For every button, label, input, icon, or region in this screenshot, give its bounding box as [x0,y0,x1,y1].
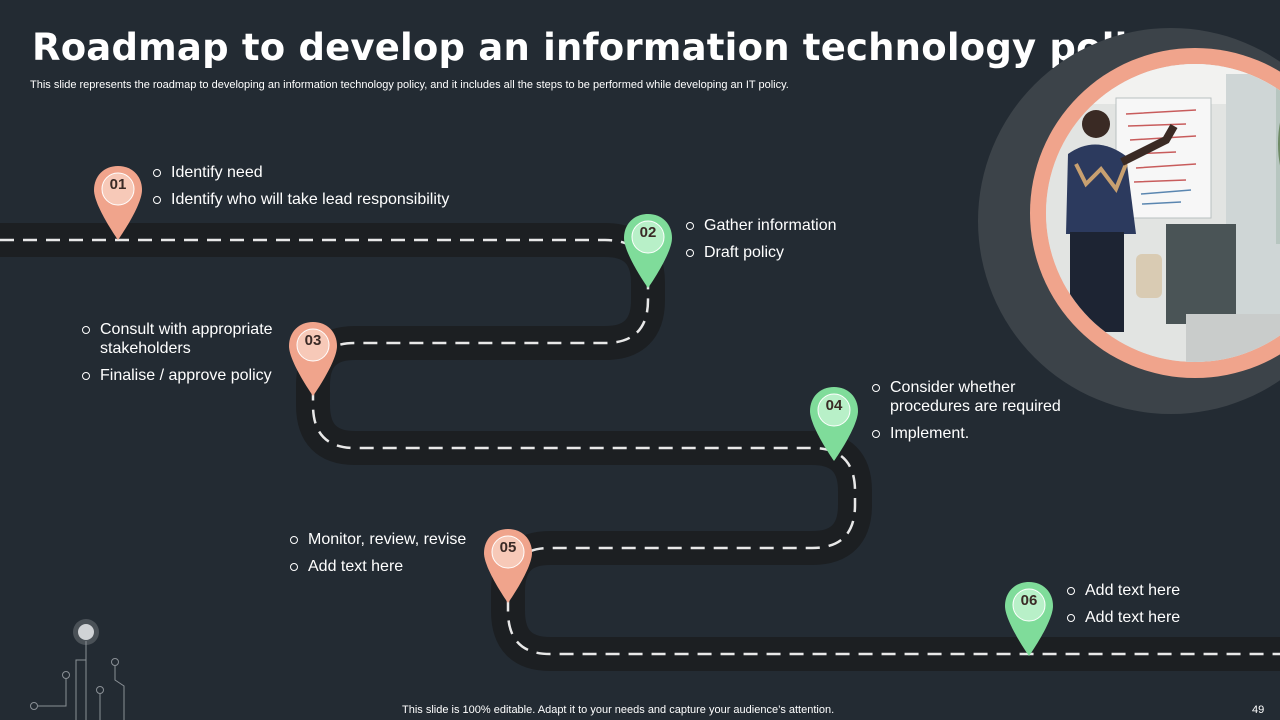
step-number: 01 [109,176,127,193]
page-subtitle: This slide represents the roadmap to dev… [30,79,789,91]
list-item: Implement. [872,424,1072,443]
circuit-decoration [30,619,125,720]
bullet-icon [153,169,161,177]
bullet-icon [872,430,880,438]
list-item: Identify need [153,163,483,182]
footer-note: This slide is 100% editable. Adapt it to… [402,704,835,716]
step-06-text: Add text here Add text here [1067,581,1267,635]
list-item: Add text here [290,557,490,576]
list-item: Draft policy [686,243,886,262]
list-item: Monitor, review, revise [290,530,490,549]
bullet-icon [153,196,161,204]
step-04-pin: 04 [808,385,860,465]
list-item: Add text here [1067,608,1267,627]
office-photo [1046,64,1280,362]
step-01-text: Identify need Identify who will take lea… [153,163,483,217]
bullet-icon [82,326,90,334]
map-pin-icon [289,322,337,396]
list-item: Finalise / approve policy [82,366,282,385]
bullet-icon [1067,614,1075,622]
bullet-icon [686,249,694,257]
map-pin-icon [94,166,142,240]
step-02-pin: 02 [622,212,674,292]
bullet-icon [290,563,298,571]
list-item: Consult with appropriate stakeholders [82,320,282,358]
step-number: 06 [1020,592,1038,609]
step-number: 04 [825,397,843,414]
step-04-text: Consider whether procedures are required… [872,378,1072,451]
step-05-pin: 05 [482,527,534,607]
map-pin-icon [810,387,858,461]
bullet-icon [686,222,694,230]
step-01-pin: 01 [92,164,144,244]
page-title: Roadmap to develop an information techno… [32,26,1174,69]
bullet-icon [1067,587,1075,595]
map-pin-icon [1005,582,1053,656]
bullet-icon [872,384,880,392]
step-number: 02 [639,224,657,241]
list-item: Add text here [1067,581,1267,600]
list-item: Consider whether procedures are required [872,378,1072,416]
step-03-pin: 03 [287,320,339,400]
bullet-icon [290,536,298,544]
step-06-pin: 06 [1003,580,1055,660]
list-item: Gather information [686,216,886,235]
step-05-text: Monitor, review, revise Add text here [290,530,490,584]
step-02-text: Gather information Draft policy [686,216,886,270]
step-03-text: Consult with appropriate stakeholders Fi… [82,320,282,393]
step-number: 05 [499,539,517,556]
step-number: 03 [304,332,322,349]
list-item: Identify who will take lead responsibili… [153,190,483,209]
page-number: 49 [1252,704,1265,716]
map-pin-icon [484,529,532,603]
bullet-icon [82,372,90,380]
map-pin-icon [624,214,672,288]
